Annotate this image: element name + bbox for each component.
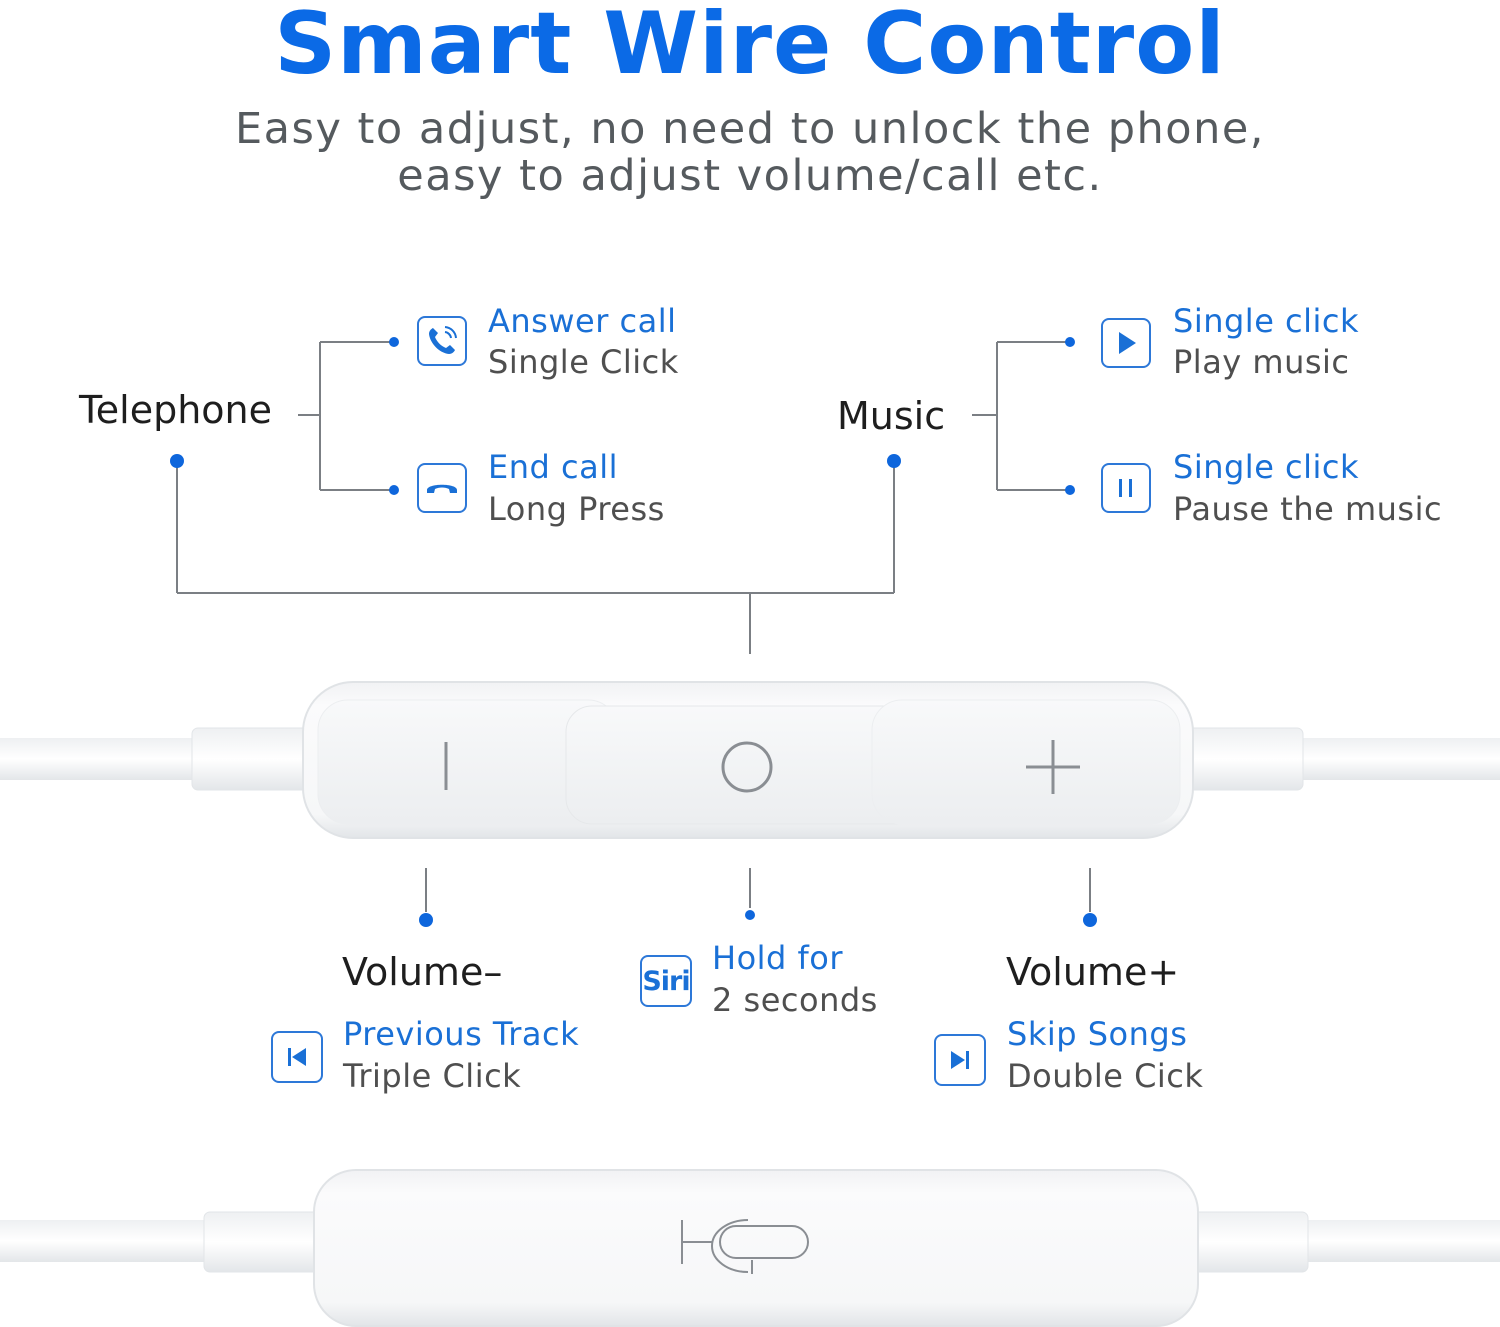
skip-songs-action: Skip Songs — [1007, 1015, 1188, 1053]
end-call-dot — [389, 485, 399, 495]
answer-call-dot — [389, 337, 399, 347]
hang-up-icon — [417, 463, 467, 513]
play-music-dot — [1065, 337, 1075, 347]
volume-down-label: Volume– — [342, 950, 503, 994]
siri-duration-label: 2 seconds — [712, 981, 878, 1019]
page-title: Smart Wire Control — [274, 0, 1226, 94]
volume-up-label: Volume+ — [1006, 950, 1180, 994]
answer-call-gesture: Single Click — [488, 343, 679, 381]
siri-dot — [745, 910, 755, 920]
pause-music-action: Single click — [1173, 448, 1360, 486]
play-music-gesture: Play music — [1173, 343, 1350, 381]
subtitle-line-1: Easy to adjust, no need to unlock the ph… — [235, 104, 1265, 154]
play-icon — [1101, 318, 1151, 368]
previous-track-action: Previous Track — [343, 1015, 580, 1053]
volume-down-dot — [419, 913, 433, 927]
music-dot — [887, 454, 901, 468]
remote-control — [0, 681, 1500, 839]
siri-badge-text: Siri — [642, 965, 690, 997]
subtitle-line-2: easy to adjust volume/call etc. — [397, 151, 1103, 201]
next-track-icon — [934, 1034, 986, 1086]
volume-up-dot — [1083, 913, 1097, 927]
end-call-gesture: Long Press — [488, 490, 665, 528]
pause-icon — [1101, 463, 1151, 513]
previous-track-gesture: Triple Click — [343, 1057, 522, 1095]
play-music-action: Single click — [1173, 302, 1360, 340]
previous-track-icon — [271, 1031, 323, 1083]
pause-music-gesture: Pause the music — [1173, 490, 1443, 528]
siri-hold-label: Hold for — [712, 939, 844, 977]
telephone-dot — [170, 454, 184, 468]
skip-songs-gesture: Double Cick — [1007, 1057, 1204, 1095]
music-label: Music — [837, 394, 946, 438]
pause-music-dot — [1065, 485, 1075, 495]
end-call-label: End call — [488, 448, 618, 486]
telephone-label: Telephone — [79, 388, 272, 432]
microphone-icon — [681, 1219, 809, 1274]
answer-call-label: Answer call — [488, 302, 677, 340]
remote-back-view — [0, 1169, 1500, 1327]
phone-ringing-icon — [417, 316, 467, 366]
siri-badge: Siri — [640, 955, 692, 1007]
